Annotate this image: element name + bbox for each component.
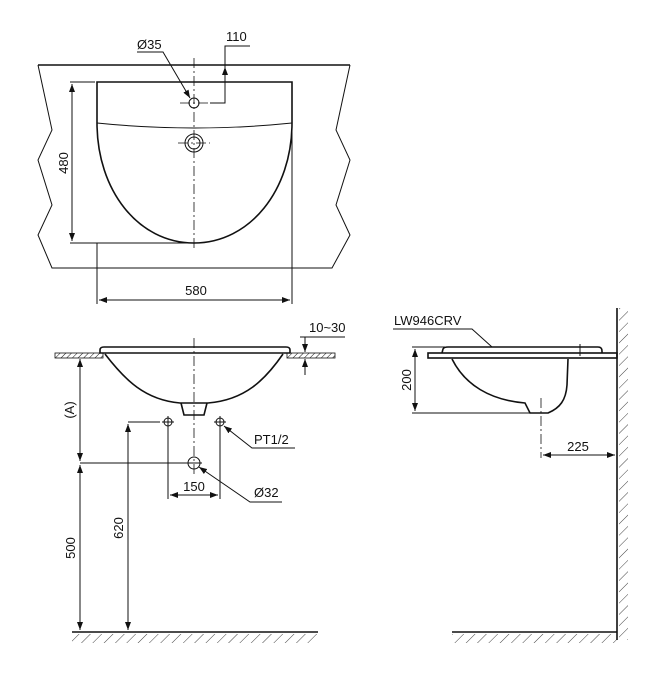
depth-dim: 480 — [56, 152, 71, 174]
basin-rim-curve — [96, 122, 293, 129]
side-view: 200 225 LW946CRV — [393, 308, 628, 643]
supply-spacing-dim: 150 — [183, 479, 205, 494]
supply-thread-label: PT1/2 — [254, 432, 289, 447]
bowl-depth-dim: 200 — [399, 369, 414, 391]
basin-rim — [99, 346, 291, 354]
counter-thickness-dim: 10~30 — [309, 320, 346, 335]
basin-rim — [441, 346, 603, 354]
front-view: (A) 500 620 150 PT1/2 Ø32 10~30 — [54, 320, 346, 643]
top-view: 480 580 Ø35 110 — [37, 29, 351, 304]
counter-plate — [427, 352, 618, 359]
height-620-dim: 620 — [111, 517, 126, 539]
basin-outline — [96, 81, 293, 244]
height-a-dim: (A) — [62, 401, 77, 418]
drain-dia-label: Ø32 — [254, 485, 279, 500]
width-dim: 580 — [185, 283, 207, 298]
counter-left — [54, 352, 104, 359]
supply-left — [162, 416, 174, 428]
supply-right — [214, 416, 226, 428]
basin-bowl — [451, 358, 569, 414]
model-label: LW946CRV — [394, 313, 462, 328]
wall-hatch — [619, 308, 628, 640]
floor-hatch — [452, 634, 617, 643]
floor-hatch — [72, 634, 318, 643]
basin-bowl — [104, 353, 284, 404]
tap-hole-dim: Ø35 — [137, 37, 162, 52]
counter-outline — [37, 64, 351, 269]
tap-offset-dim: 110 — [226, 29, 247, 44]
counter-right — [286, 352, 336, 359]
height-500-dim: 500 — [63, 537, 78, 559]
wall-to-drain-dim: 225 — [567, 439, 589, 454]
